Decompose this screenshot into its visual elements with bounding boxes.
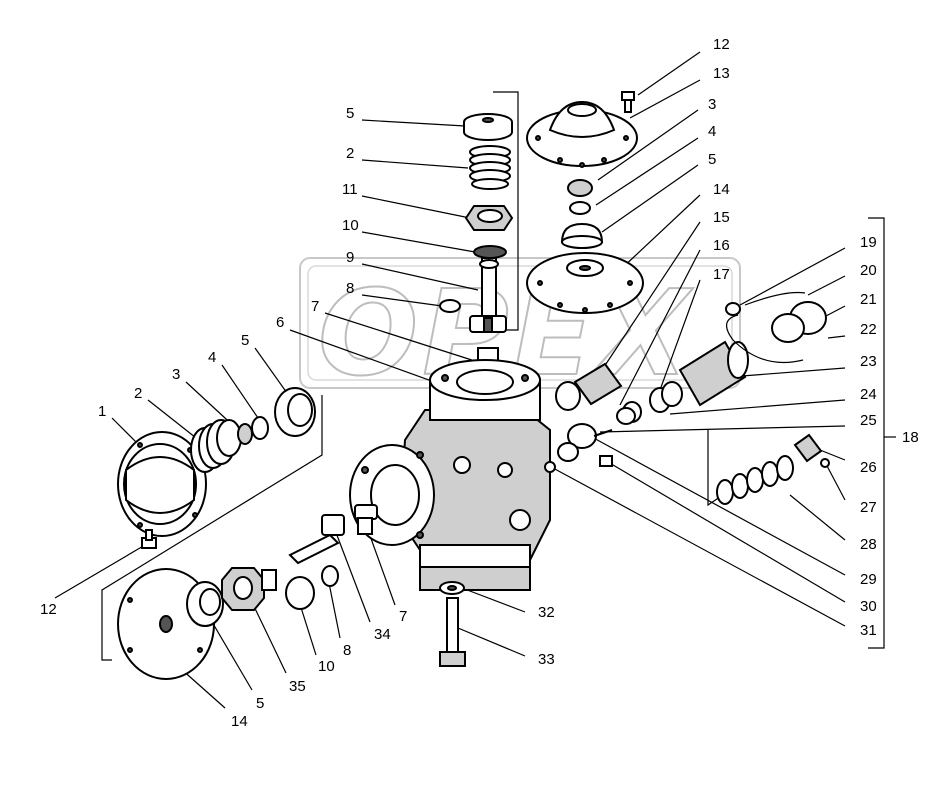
callout-label: 15	[713, 209, 730, 226]
callout-label: 8	[346, 280, 354, 297]
part-5-cap-left	[274, 387, 316, 437]
part-8-oring-bottom	[321, 565, 339, 587]
callout-label: 5	[241, 332, 249, 349]
part-23-housing	[678, 340, 749, 407]
part-32-washer	[439, 581, 465, 595]
callout-label: 29	[860, 571, 877, 588]
part-5-cap-top	[463, 113, 513, 141]
top-right-diaphragm	[526, 91, 644, 314]
callout-label: 3	[172, 366, 180, 383]
callout-label: 5	[256, 695, 264, 712]
callout-label: 7	[311, 298, 319, 315]
part-15-fitting	[555, 362, 623, 411]
part-12-screw-left	[141, 529, 157, 549]
callout-label: 6	[276, 314, 284, 331]
left-cover-assembly	[117, 387, 316, 549]
callout-label: 17	[713, 266, 730, 283]
callout-label: 23	[860, 353, 877, 370]
callout-label: 13	[713, 65, 730, 82]
callout-label: 4	[708, 123, 716, 140]
callout-label: 24	[860, 386, 877, 403]
part-1-cover-left	[117, 431, 207, 537]
callout-label: 25	[860, 412, 877, 429]
part-12-screw-top	[621, 91, 635, 113]
callout-label: 4	[208, 349, 216, 366]
callout-label: 31	[860, 622, 877, 639]
callout-label: 18	[902, 429, 919, 446]
part-9-stem	[469, 257, 507, 333]
part-2-spring-top	[469, 145, 511, 190]
callout-label: 5	[346, 105, 354, 122]
callout-label: 33	[538, 651, 555, 668]
callout-label: 35	[289, 678, 306, 695]
callout-label: 32	[538, 604, 555, 621]
part-25-valve	[567, 423, 613, 449]
part-3-disc-left	[237, 423, 253, 445]
callout-label: 7	[399, 608, 407, 625]
part-24-washer	[616, 407, 636, 425]
part-28-spring-right	[716, 455, 794, 505]
callout-label: 20	[860, 262, 877, 279]
callout-label: 5	[708, 151, 716, 168]
callout-label: 8	[343, 642, 351, 659]
callout-label: 27	[860, 499, 877, 516]
part-13-cover-top	[526, 100, 638, 168]
callout-label: 14	[713, 181, 730, 198]
callout-label: 34	[374, 626, 391, 643]
part-17-ring	[649, 381, 683, 413]
callout-label: 19	[860, 234, 877, 251]
part-7-pin-bottom	[354, 504, 378, 535]
callout-label: 1	[98, 403, 106, 420]
part-5-cup-top	[560, 222, 604, 249]
group-bracket-18	[868, 217, 896, 649]
callout-label: 16	[713, 237, 730, 254]
part-4-nut-left	[251, 416, 269, 440]
callout-label: 9	[346, 249, 354, 266]
part-3-disc-top	[567, 179, 593, 197]
bottom-bolt-assembly	[439, 581, 466, 667]
part-35-nut-bottom	[221, 567, 277, 611]
callout-label: 22	[860, 321, 877, 338]
part-33-bolt	[439, 597, 466, 667]
part-26-plug	[793, 433, 823, 463]
callout-label: 26	[860, 459, 877, 476]
callout-label: 28	[860, 536, 877, 553]
right-valve-assembly	[544, 291, 830, 505]
callout-label: 3	[708, 96, 716, 113]
callout-label: 12	[40, 601, 57, 618]
part-14-diaphragm-top	[526, 252, 644, 314]
callout-label: 10	[318, 658, 335, 675]
callout-label: 10	[342, 217, 359, 234]
part-8-oring-top	[439, 299, 461, 313]
part-10-oring-bottom	[285, 576, 315, 610]
part-10-ring-top	[473, 245, 507, 259]
part-21-cap	[771, 301, 827, 343]
part-31-ball	[544, 461, 556, 473]
callout-label: 21	[860, 291, 877, 308]
part-27-pin	[820, 458, 830, 468]
callout-label: 2	[134, 385, 142, 402]
callout-labels: 1213345141516175211109876543211920212223…	[40, 36, 919, 730]
callout-label: 12	[713, 36, 730, 53]
part-11-nut-top	[464, 205, 514, 231]
callout-label: 11	[342, 181, 358, 198]
part-2-spring-left	[190, 419, 242, 473]
bottom-left-assembly	[117, 504, 378, 680]
part-4-nut-top	[569, 201, 591, 215]
part-20-wire	[726, 291, 806, 364]
callout-label: 2	[346, 145, 354, 162]
part-34-shaft-bottom	[288, 514, 345, 565]
part-30-screw	[599, 455, 613, 467]
part-19-seal	[725, 302, 741, 316]
callout-label: 30	[860, 598, 877, 615]
callout-label: 14	[231, 713, 248, 730]
part-29-nut	[557, 442, 579, 462]
part-5-cap-bottom	[186, 581, 224, 627]
